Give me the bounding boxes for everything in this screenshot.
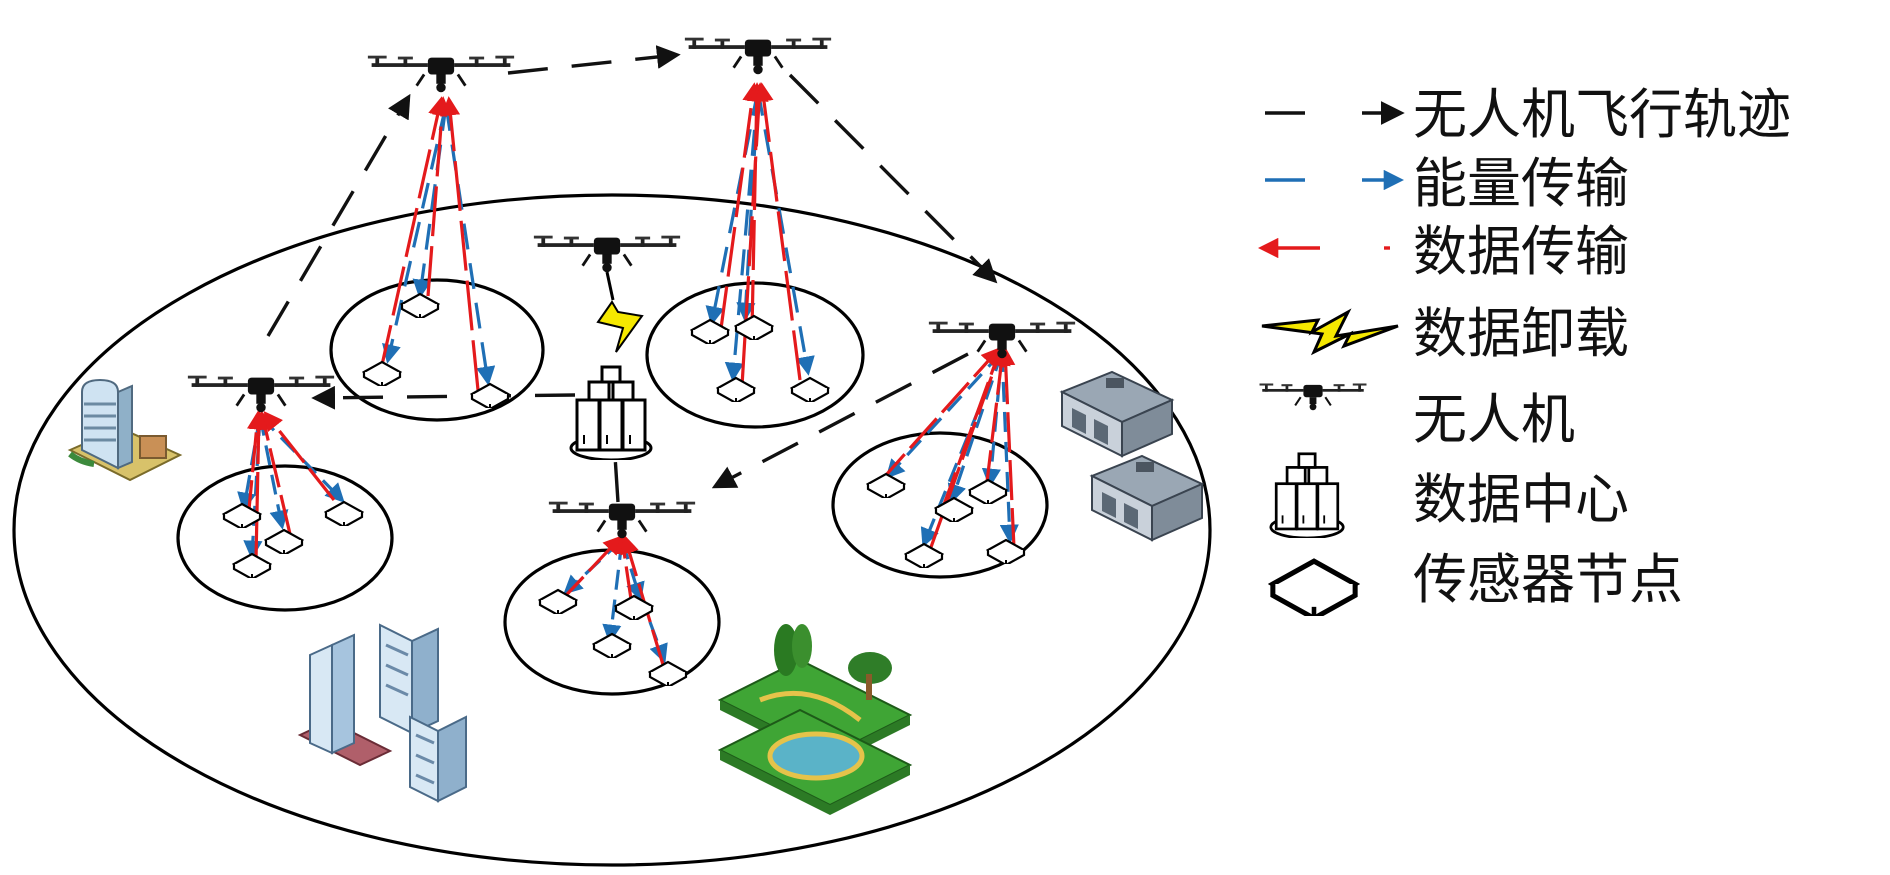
drone-icon xyxy=(366,54,516,94)
legend-sensor-node-icon xyxy=(1273,561,1355,618)
legend-label-data-center: 数据中心 xyxy=(1413,468,1629,531)
legend-drone-icon xyxy=(1258,382,1368,412)
sensor-node-icon xyxy=(362,360,402,386)
warehouse-icon xyxy=(1059,370,1175,458)
drone-icon xyxy=(683,36,833,76)
sensor-node-icon xyxy=(734,314,774,340)
legend-data-center-icon xyxy=(1269,452,1345,538)
drones xyxy=(186,36,1077,540)
cluster-2 xyxy=(645,281,865,429)
drone-icon xyxy=(532,234,682,274)
links-cluster-3 xyxy=(237,410,345,561)
sensor-node-icon xyxy=(232,552,272,578)
cluster-1 xyxy=(329,278,545,422)
legend-label-data: 数据传输 xyxy=(1413,220,1629,283)
legend: 无人机飞行轨迹 能量传输 数据传输 数据卸载 无人机 数据中心 传感器节点 xyxy=(1257,83,1791,618)
legend-label-energy: 能量传输 xyxy=(1413,152,1629,215)
legend-offload-icon xyxy=(1261,308,1399,356)
offload-lightning xyxy=(596,300,644,353)
sensor-node-icon xyxy=(264,528,304,554)
warehouse-icon xyxy=(1089,454,1205,542)
sensor-node-icon xyxy=(592,632,632,658)
coverage-area xyxy=(12,193,1212,867)
legend-label-uav: 无人机 xyxy=(1413,388,1575,451)
sensor-node-icon xyxy=(904,542,944,568)
park-icon xyxy=(717,624,913,815)
legend-label-sensor-node: 传感器节点 xyxy=(1413,548,1683,611)
links-cluster-2 xyxy=(705,82,815,387)
sensor-node-icon xyxy=(614,594,654,620)
skyscraper-icon xyxy=(297,623,467,803)
sensor-node-icon xyxy=(790,376,830,402)
sensor-node-icon xyxy=(538,588,578,614)
sensor-node-icon xyxy=(400,292,440,318)
office-building-icon xyxy=(67,378,183,482)
sensor-nodes xyxy=(222,292,1026,686)
sensor-node-icon xyxy=(716,376,756,402)
offload-link xyxy=(605,271,615,301)
legend-label-trajectory: 无人机飞行轨迹 xyxy=(1413,83,1791,146)
drone-icon xyxy=(186,374,336,414)
sensor-node-icon xyxy=(648,660,688,686)
sensor-node-icon xyxy=(986,538,1026,564)
drone-icon xyxy=(547,500,697,540)
cluster-5 xyxy=(831,431,1049,579)
legend-label-offload: 数据卸载 xyxy=(1413,302,1629,365)
data-center-icon xyxy=(569,365,653,460)
sensor-node-icon xyxy=(968,478,1008,504)
cluster-3 xyxy=(176,464,394,612)
drone-icon xyxy=(927,320,1077,360)
links-cluster-5 xyxy=(876,346,1019,551)
links-cluster-1 xyxy=(378,96,496,391)
sensor-node-icon xyxy=(324,500,364,526)
sensor-node-icon xyxy=(866,472,906,498)
